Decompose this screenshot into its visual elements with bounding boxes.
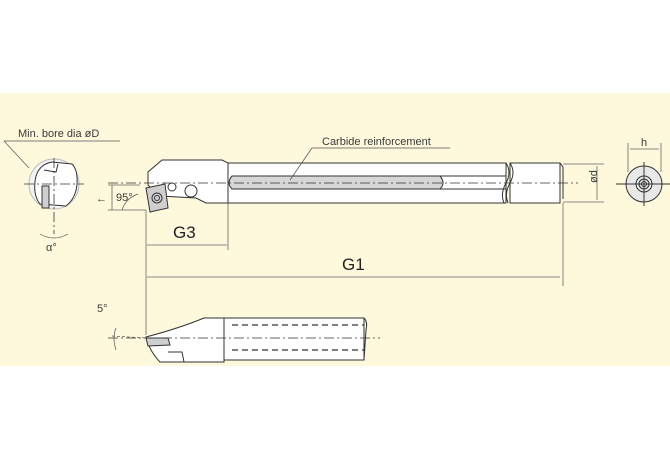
alpha-label: α° xyxy=(46,242,57,254)
g3-label: G3 xyxy=(173,223,196,242)
bar-end-view xyxy=(616,162,670,206)
od-label: ød xyxy=(588,170,600,183)
min-bore-label: Min. bore dia øD xyxy=(18,128,99,140)
angle-5-arc xyxy=(113,327,117,351)
carbide-label: Carbide reinforcement xyxy=(322,136,431,148)
carbide-leader xyxy=(289,147,313,181)
angle-5-label: 5° xyxy=(97,303,108,315)
bore-end-view xyxy=(24,158,84,239)
min-bore-leader xyxy=(3,140,30,169)
angle-95-arc xyxy=(121,193,139,211)
bar-top-view xyxy=(108,159,578,213)
feed-arrow: ← xyxy=(96,193,107,205)
g1-label: G1 xyxy=(342,255,365,274)
angle-95-label: 95° xyxy=(116,192,133,204)
h-label: h xyxy=(641,137,647,149)
bar-side-view xyxy=(108,317,380,363)
